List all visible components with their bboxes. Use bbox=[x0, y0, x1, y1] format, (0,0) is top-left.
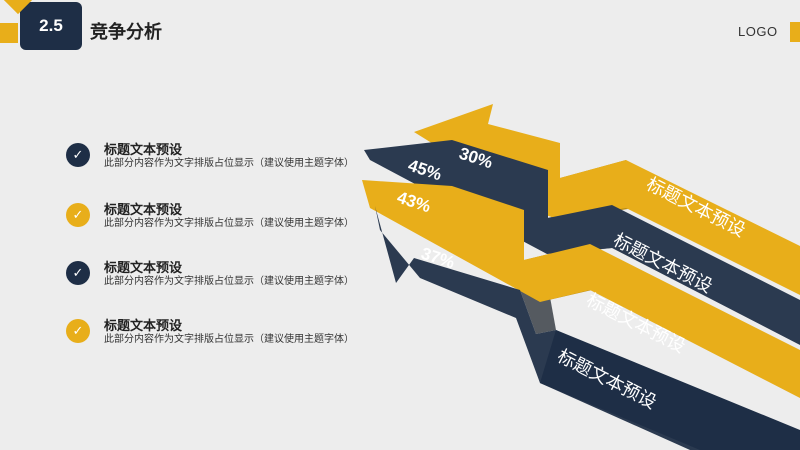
page-title: 竞争分析 bbox=[90, 22, 162, 42]
arrow-gold-3 bbox=[362, 180, 800, 398]
section-number: 2.5 bbox=[39, 16, 63, 35]
item-title: 标题文本预设 bbox=[104, 142, 183, 157]
item-title: 标题文本预设 bbox=[104, 260, 183, 275]
item-description: 此部分内容作为文字排版占位显示（建议使用主题字体） bbox=[104, 218, 354, 229]
item-description: 此部分内容作为文字排版占位显示（建议使用主题字体） bbox=[104, 276, 354, 287]
section-badge: 2.5 bbox=[20, 2, 82, 50]
arrow-navy-4-band bbox=[540, 330, 800, 450]
check-icon: ✓ bbox=[66, 261, 90, 285]
arrow-navy-2 bbox=[364, 140, 800, 345]
item-title: 标题文本预设 bbox=[104, 318, 183, 333]
check-icon: ✓ bbox=[66, 203, 90, 227]
check-icon: ✓ bbox=[66, 143, 90, 167]
item-description: 此部分内容作为文字排版占位显示（建议使用主题字体） bbox=[104, 158, 354, 169]
logo: LOGO bbox=[738, 24, 778, 39]
arrow-gold-1 bbox=[414, 104, 800, 295]
corner-accent bbox=[0, 23, 18, 43]
check-icon: ✓ bbox=[66, 319, 90, 343]
item-description: 此部分内容作为文字排版占位显示（建议使用主题字体） bbox=[104, 334, 354, 345]
logo-accent bbox=[790, 22, 800, 42]
item-title: 标题文本预设 bbox=[104, 202, 183, 217]
